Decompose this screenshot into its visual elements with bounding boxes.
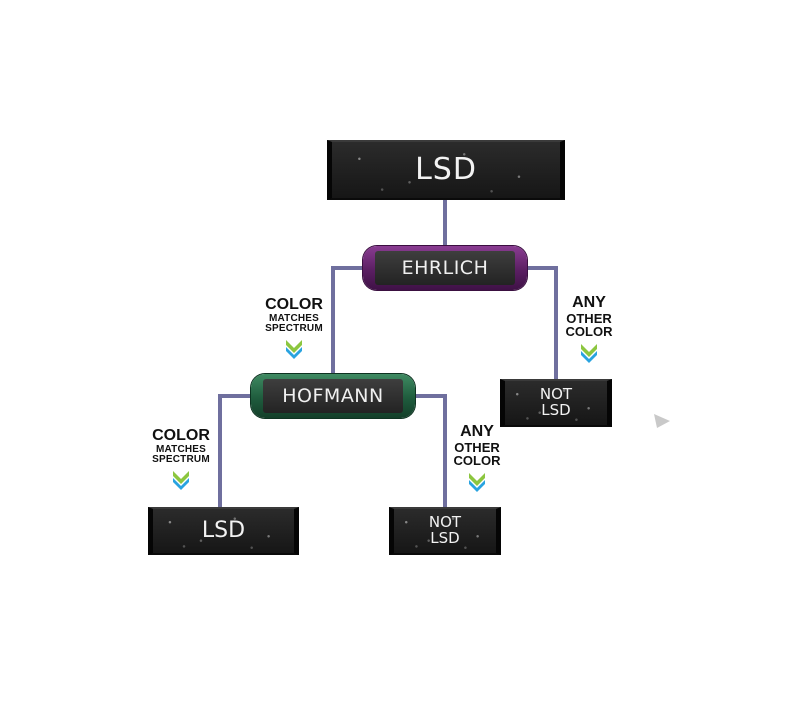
edge-label-line3: SPECTRUM [152, 454, 210, 466]
edge-label-line2: OTHER [454, 439, 500, 455]
ehrlich-test-label: EHRLICH [375, 251, 515, 285]
edge-label-line1: COLOR [265, 296, 323, 313]
edge-label-hofmann-color-matches: COLOR MATCHES SPECTRUM [143, 427, 219, 491]
result-node-ehrlich-not-lsd: NOT LSD [500, 379, 612, 427]
edge-label-line3: SPECTRUM [265, 323, 323, 335]
root-node-label: LSD [415, 152, 477, 188]
ehrlich-test-node: EHRLICH [363, 246, 527, 290]
connector-hofmann-not-lsd [412, 394, 447, 510]
connector-ehrlich-not-lsd [524, 266, 558, 382]
result-line1: NOT [539, 385, 573, 404]
result-node-hofmann-not-lsd: NOT LSD [389, 507, 501, 555]
edge-label-line2: OTHER [566, 310, 612, 326]
result-line2: LSD [541, 401, 571, 419]
result-node-hofmann-lsd: LSD [148, 507, 299, 555]
double-chevron-down-icon [173, 470, 189, 490]
root-node-lsd: LSD [327, 140, 565, 200]
result-line1: NOT [428, 513, 462, 532]
edge-label-line3: COLOR [453, 453, 501, 469]
hofmann-test-node: HOFMANN [251, 374, 415, 418]
pointer-triangle-icon [654, 414, 670, 428]
double-chevron-down-icon [581, 344, 597, 364]
result-line2: LSD [430, 529, 460, 547]
connector-ehrlich-hofmann [331, 266, 366, 378]
hofmann-test-label: HOFMANN [263, 379, 403, 413]
edge-label-line1: ANY [572, 294, 606, 311]
edge-label-line2: MATCHES [155, 443, 207, 455]
double-chevron-down-icon [286, 339, 302, 359]
edge-label-ehrlich-any-other: ANY OTHER COLOR [556, 294, 622, 364]
edge-label-line3: COLOR [565, 324, 613, 340]
edge-label-hofmann-any-other: ANY OTHER COLOR [444, 423, 510, 493]
double-chevron-down-icon [469, 473, 485, 493]
edge-label-line2: MATCHES [268, 312, 320, 324]
edge-label-line1: COLOR [152, 427, 210, 444]
connector-hofmann-lsd [218, 394, 254, 510]
result-label: LSD [201, 518, 246, 544]
edge-label-ehrlich-color-matches: COLOR MATCHES SPECTRUM [256, 296, 332, 360]
edge-label-line1: ANY [460, 423, 494, 440]
